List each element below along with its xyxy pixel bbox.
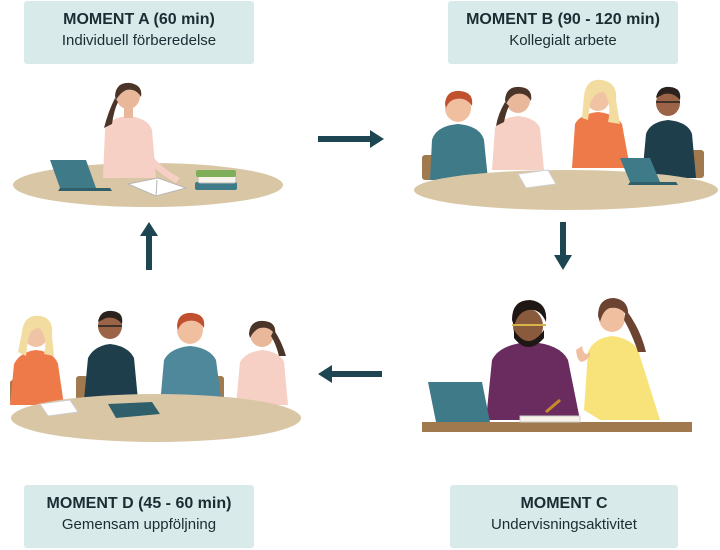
book-stack-icon (195, 170, 237, 190)
moment-d-title: MOMENT D (45 - 60 min) (46, 495, 232, 512)
arrow-left-icon (318, 365, 382, 383)
person-woman-yellow-c (584, 336, 660, 420)
moment-b-label: MOMENT B (90 - 120 min) Kollegialt arbet… (448, 1, 678, 64)
laptop-icon (50, 160, 112, 191)
desk (422, 422, 692, 432)
person-woman-pink-d (236, 350, 288, 405)
person-man-teal-d (160, 346, 222, 405)
person-woman-pink-b (492, 116, 544, 170)
scene-d-followup (10, 310, 301, 442)
moment-a-label: MOMENT A (60 min) Individuell förberedel… (24, 1, 254, 64)
moment-b-subtitle: Kollegialt arbete (509, 32, 617, 49)
person-woman-a (103, 116, 156, 178)
moment-a-title: MOMENT A (60 min) (63, 11, 215, 28)
moment-d-subtitle: Gemensam uppföljning (61, 516, 217, 533)
moment-b-title: MOMENT B (90 - 120 min) (466, 11, 660, 28)
person-woman-blonde-b (572, 112, 630, 168)
paper-icon (517, 169, 557, 189)
arrow-right-icon (318, 130, 384, 148)
arrow-up-icon (140, 222, 158, 270)
scene-b-collegial (414, 79, 718, 210)
moment-c-label: MOMENT C Undervisningsaktivitet (450, 485, 678, 548)
person-man-glasses-b (642, 120, 696, 178)
laptop-icon (428, 382, 490, 422)
person-man-teal-b (430, 124, 488, 180)
scene-a-individual (13, 82, 283, 207)
moment-c-title: MOMENT C (520, 495, 608, 512)
person-woman-blonde-d (10, 350, 64, 405)
person-man-bearded-c (486, 342, 580, 420)
laptop-icon (620, 158, 678, 185)
closed-laptop-icon (108, 402, 160, 418)
moment-a-subtitle: Individuell förberedelse (61, 32, 217, 49)
paper-icon (39, 399, 79, 417)
scene-c-teaching (422, 298, 692, 432)
arrow-down-icon (554, 222, 572, 270)
pencil-icon (545, 398, 561, 414)
open-book-icon (126, 177, 188, 197)
person-man-glasses-d (84, 344, 138, 400)
moment-c-subtitle: Undervisningsaktivitet (491, 516, 637, 533)
moment-d-label: MOMENT D (45 - 60 min) Gemensam uppföljn… (24, 485, 254, 548)
